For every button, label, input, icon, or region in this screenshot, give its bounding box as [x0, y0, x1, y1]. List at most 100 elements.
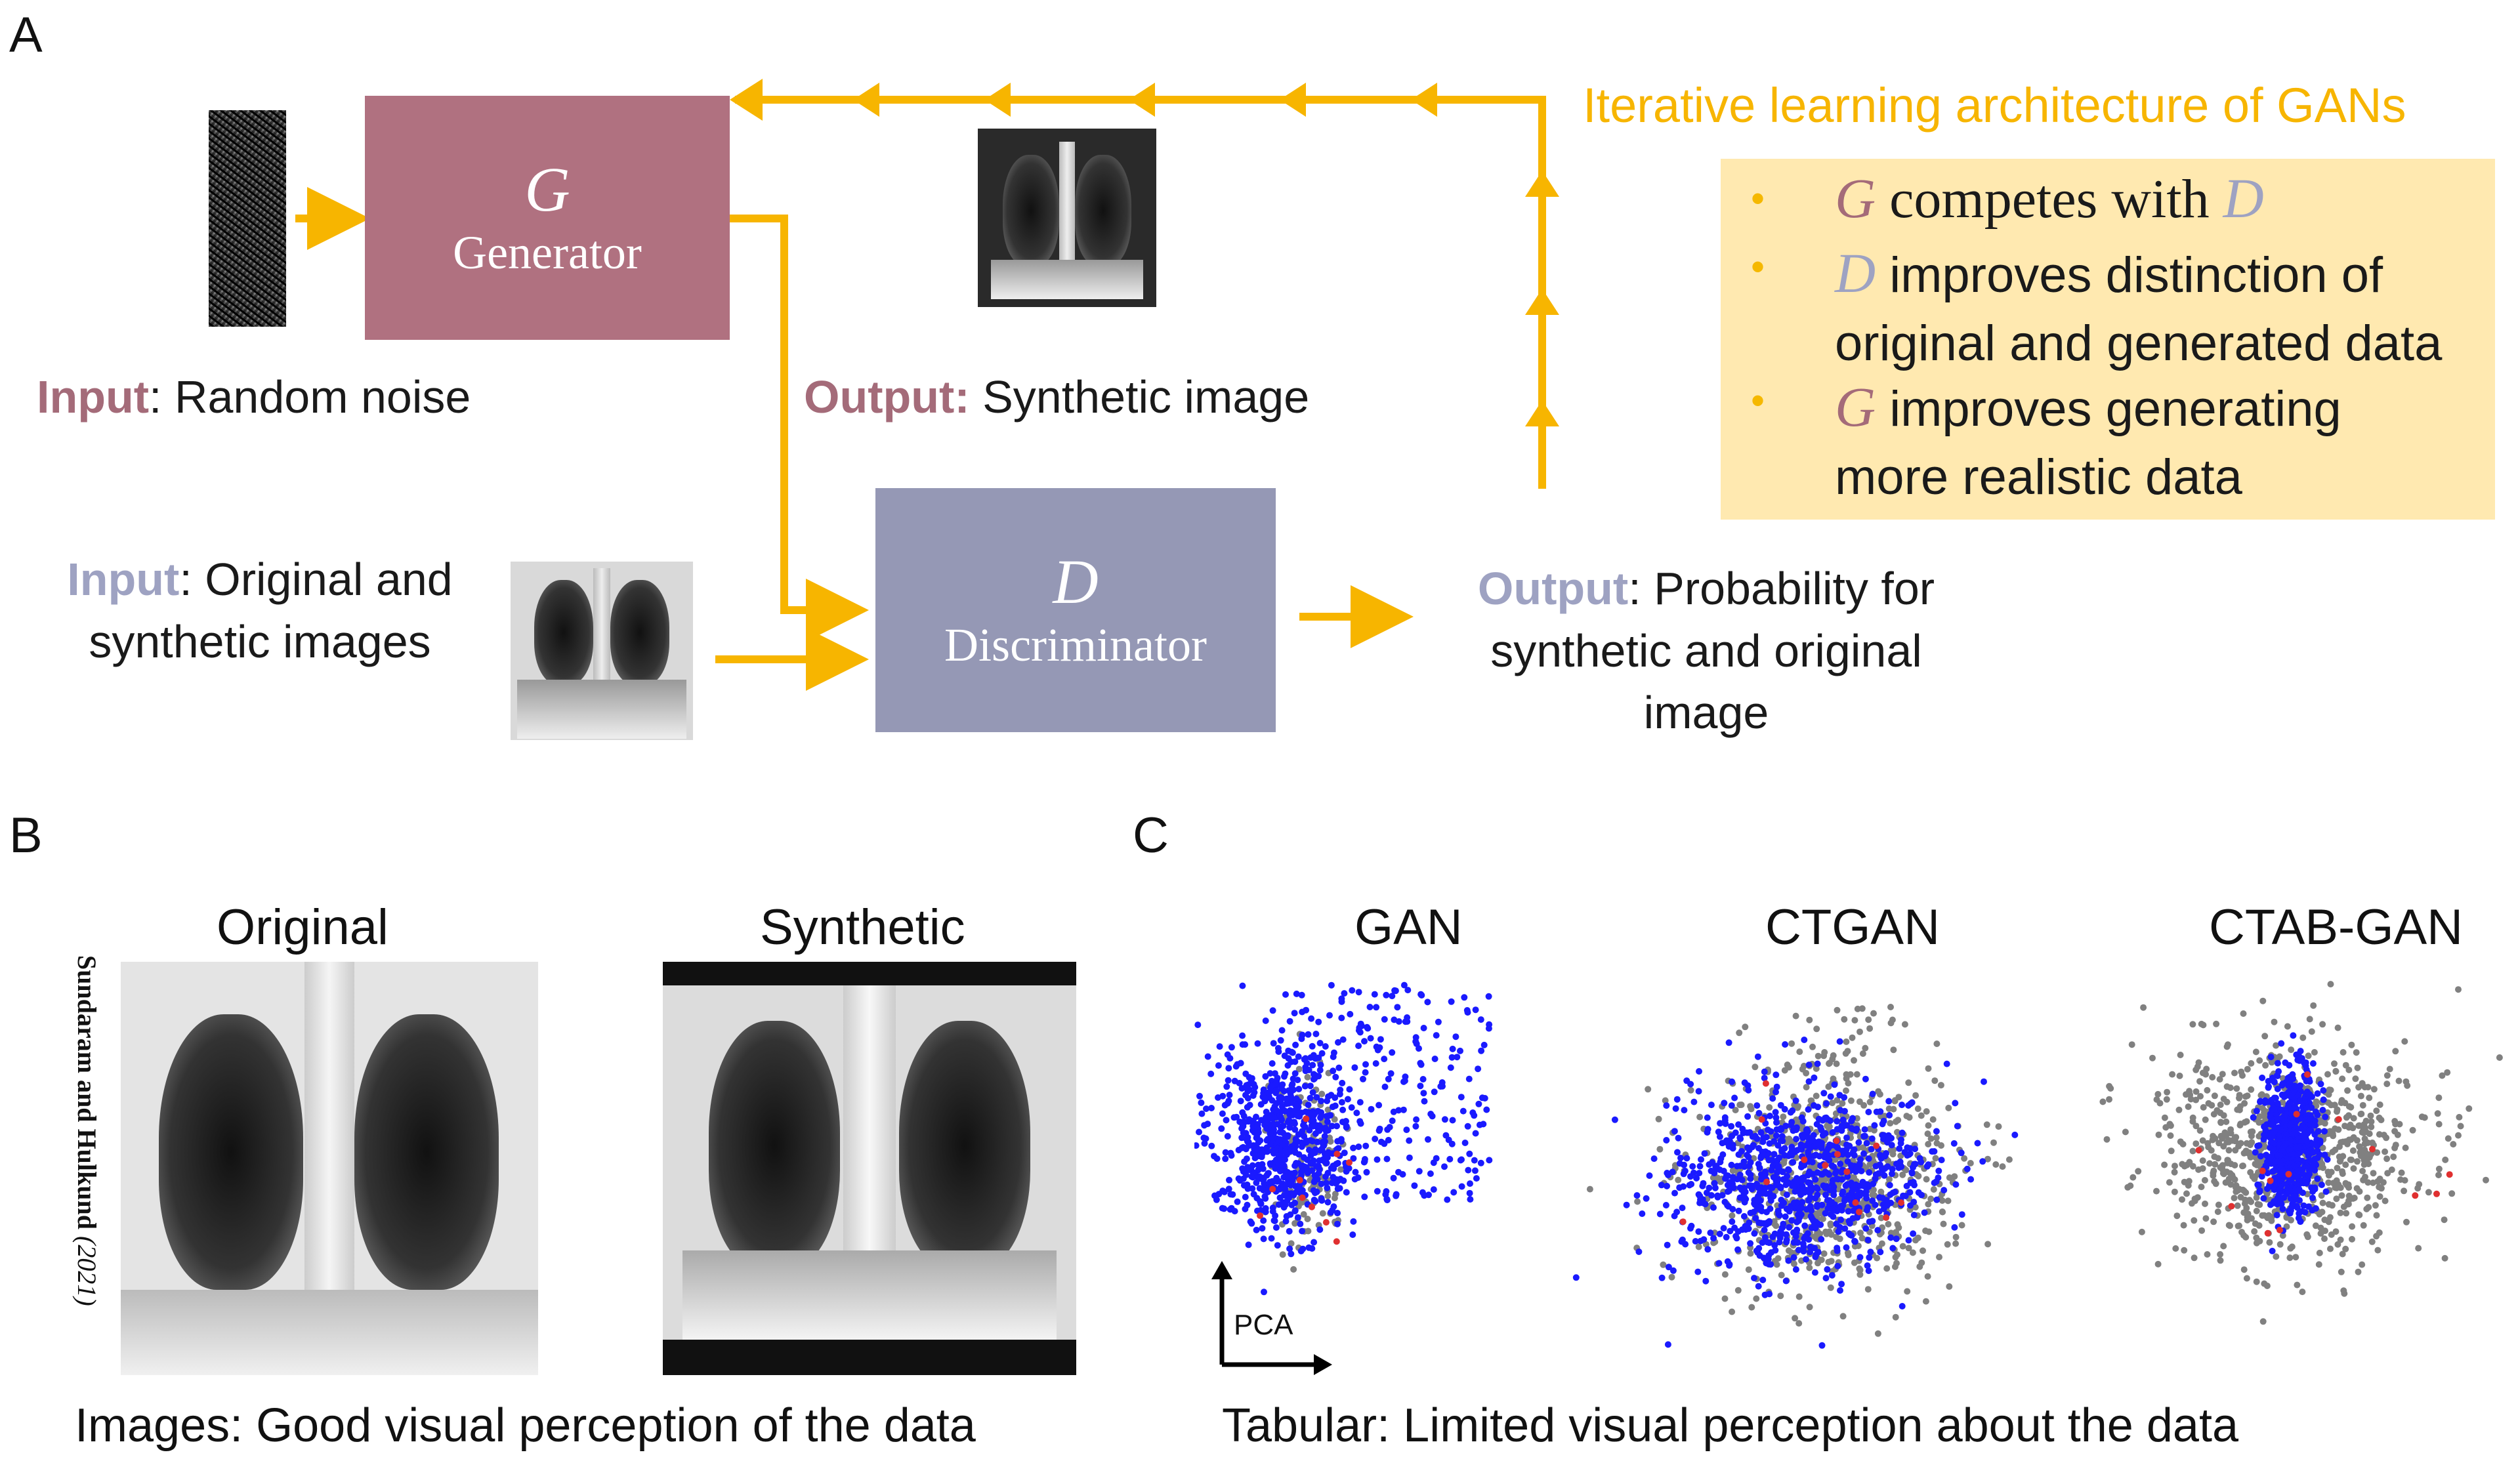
ctab-gan-original-point: [2242, 1093, 2249, 1100]
ctab-gan-original-point: [2217, 1119, 2225, 1126]
ctab-gan-original-point: [2155, 1131, 2162, 1138]
ctgan-synthetic-point: [1837, 1287, 1843, 1294]
ctgan-synthetic-point: [1849, 1149, 1857, 1156]
gan-synthetic-point: [1464, 1123, 1471, 1130]
ctab-gan-synthetic-point: [2274, 1060, 2281, 1067]
ctab-gan-original-point: [2364, 1139, 2372, 1146]
ctgan-synthetic-point: [1828, 1162, 1836, 1169]
ctab-gan-original-point: [2215, 1140, 2223, 1147]
ctab-gan-original-point: [2220, 1243, 2227, 1250]
gan-synthetic-point: [1243, 1136, 1250, 1143]
ctab-gan-synthetic-point: [2312, 1108, 2319, 1115]
gan-synthetic-point: [1298, 1139, 1305, 1146]
ctgan-original-point: [1800, 1062, 1807, 1069]
gan-synthetic-point: [1334, 1210, 1341, 1216]
ctab-gan-highlight-point: [2259, 1167, 2266, 1174]
ctgan-original-point: [1778, 1271, 1785, 1279]
ctab-gan-original-point: [2240, 1209, 2248, 1216]
ctab-gan-original-point: [2332, 1228, 2340, 1235]
gan-synthetic-point: [1305, 1102, 1312, 1109]
ctab-gan-original-point: [2130, 1174, 2137, 1181]
ctgan-original-point: [1830, 1075, 1837, 1082]
output-probability-label: Output: Probability for synthetic and or…: [1431, 558, 1982, 744]
ctab-gan-original-point: [2167, 1122, 2174, 1129]
ctab-gan-synthetic-point: [2286, 1081, 2294, 1088]
ctab-gan-original-point: [2376, 1184, 2383, 1191]
ctab-gan-original-point: [2329, 1130, 2336, 1138]
gan-synthetic-point: [1311, 1149, 1318, 1157]
ctgan-original-point: [1796, 1048, 1803, 1056]
ctab-gan-original-point: [2354, 1158, 2361, 1165]
ctgan-synthetic-point: [1837, 1216, 1845, 1224]
ctab-gan-original-point: [2248, 1139, 2256, 1146]
gan-synthetic-point: [1321, 1133, 1328, 1140]
ctab-gan-original-point: [2326, 1214, 2334, 1221]
gan-synthetic-point: [1288, 1082, 1295, 1089]
ctgan-original-point: [1927, 1195, 1935, 1203]
ctgan-original-point: [1924, 1273, 1931, 1280]
ctgan-synthetic-point: [1828, 1142, 1835, 1149]
gan-synthetic-point: [1260, 1187, 1267, 1194]
ctab-gan-original-point: [2350, 1115, 2357, 1122]
ctab-gan-original-point: [2185, 1103, 2192, 1110]
ctab-gan-synthetic-point: [2277, 1161, 2284, 1168]
gan-synthetic-point: [1218, 1125, 1225, 1132]
gan-synthetic-point: [1231, 1208, 1238, 1215]
ctgan-synthetic-point: [1896, 1145, 1903, 1152]
ctgan-synthetic-point: [1860, 1150, 1867, 1157]
ctgan-original-point: [1937, 1082, 1944, 1089]
ctgan-original-point: [1895, 1224, 1902, 1231]
ctgan-synthetic-point: [1805, 1150, 1812, 1157]
ctab-gan-original-point: [2248, 1198, 2255, 1205]
input-images-label: Input: Original and synthetic images: [37, 548, 483, 672]
gan-synthetic-point: [1265, 1170, 1272, 1177]
gan-synthetic-point: [1261, 1193, 1269, 1200]
gan-synthetic-point: [1219, 1187, 1227, 1195]
ctgan-synthetic-point: [1790, 1239, 1797, 1246]
gan-synthetic-point: [1322, 1043, 1329, 1050]
gan-synthetic-point: [1222, 1155, 1229, 1163]
ctgan-synthetic-point: [1658, 1182, 1665, 1189]
ctab-gan-original-point: [2177, 1138, 2184, 1145]
ctgan-synthetic-point: [1792, 1266, 1799, 1273]
ctab-gan-synthetic-point: [2313, 1142, 2320, 1149]
ctgan-synthetic-point: [1664, 1182, 1670, 1189]
ctgan-synthetic-point: [1785, 1257, 1792, 1264]
ctgan-original-point: [1687, 1086, 1694, 1094]
ctab-gan-synthetic-point: [2309, 1194, 2316, 1201]
gan-synthetic-point: [1287, 1090, 1294, 1097]
ctgan-synthetic-point: [1828, 1271, 1836, 1279]
ctgan-synthetic-point: [1785, 1166, 1792, 1173]
ctab-gan-original-point: [2189, 1021, 2196, 1028]
gan-synthetic-point: [1208, 1105, 1215, 1111]
ctab-gan-original-point: [2202, 1071, 2210, 1078]
gan-synthetic-point: [1352, 1168, 1359, 1176]
ctab-gan-original-point: [2242, 1233, 2250, 1241]
ctab-gan-original-point: [2368, 1123, 2375, 1130]
gan-synthetic-point: [1471, 1167, 1479, 1174]
ctgan-synthetic-point: [1885, 1098, 1893, 1105]
ctab-gan-original-point: [2222, 1130, 2229, 1137]
gan-synthetic-point: [1303, 1060, 1311, 1067]
ctgan-original-point: [1864, 1286, 1872, 1293]
gan-synthetic-point: [1361, 1158, 1368, 1165]
ctgan-synthetic-point: [1828, 1199, 1836, 1206]
ctgan-original-point: [1865, 1016, 1872, 1023]
gan-synthetic-point: [1281, 1052, 1288, 1060]
ctab-gan-original-point: [2213, 1020, 2220, 1027]
gan-synthetic-point: [1282, 1218, 1290, 1225]
arrow-generator-to-discriminator: [730, 215, 869, 642]
gan-synthetic-point: [1478, 1047, 1485, 1054]
ctab-gan-original-point: [2128, 1041, 2135, 1048]
ctgan-synthetic-point: [1664, 1341, 1671, 1348]
ctab-gan-original-point: [2332, 1146, 2339, 1153]
ctab-gan-original-point: [2414, 1185, 2422, 1192]
ctgan-original-point: [1816, 1210, 1824, 1217]
gan-synthetic-point: [1280, 1199, 1287, 1206]
ctgan-synthetic-point: [1767, 1261, 1774, 1268]
gan-synthetic-point: [1390, 1174, 1397, 1182]
ctgan-synthetic-point: [1720, 1225, 1727, 1232]
gan-synthetic-point: [1194, 1021, 1202, 1029]
ctgan-synthetic-point: [1815, 1103, 1822, 1111]
gan-synthetic-point: [1262, 1208, 1269, 1216]
